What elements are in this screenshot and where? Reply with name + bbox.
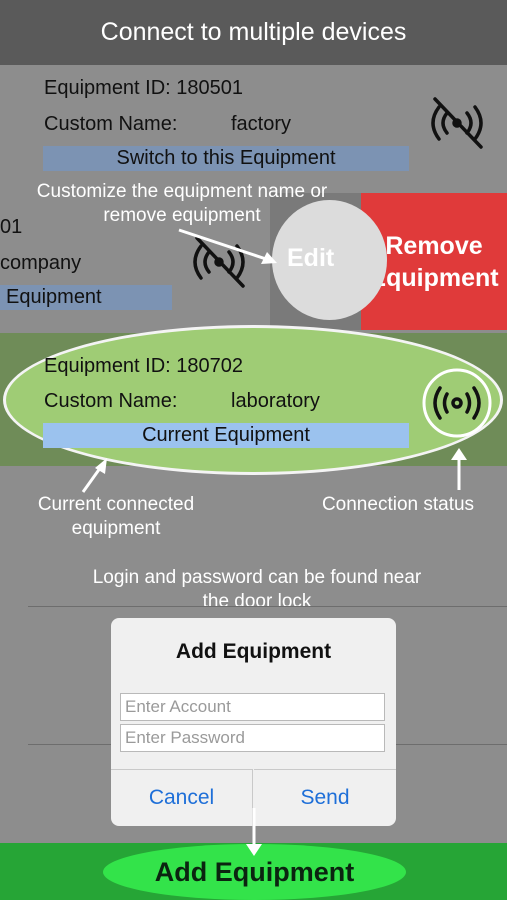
- device1-id: Equipment ID: 180501: [44, 77, 244, 99]
- edit-highlight: [272, 200, 387, 320]
- arrow-icon: [81, 458, 107, 493]
- current-name-value: laboratory: [231, 390, 320, 412]
- device1-name-value: factory: [231, 113, 292, 135]
- current-connected-annotation: Current connected equipment: [37, 494, 195, 539]
- dialog-title: Add Equipment: [175, 640, 332, 663]
- current-name-label: Custom Name:: [44, 390, 178, 412]
- device2-name-fragment: company: [0, 252, 82, 274]
- current-device-highlight: [3, 325, 503, 475]
- cancel-button[interactable]: Cancel: [111, 769, 253, 826]
- add-equipment-button[interactable]: Add Equipment: [154, 856, 355, 887]
- device2-id-fragment: 01: [0, 216, 23, 238]
- password-input[interactable]: [120, 724, 385, 752]
- page-title: Connect to multiple devices: [0, 0, 507, 65]
- edit-button[interactable]: Edit: [287, 244, 335, 272]
- signal-off-icon: [193, 236, 245, 288]
- arrow-icon: [451, 448, 467, 490]
- connection-status-annotation: Connection status: [321, 494, 475, 515]
- current-equipment-badge: Current Equipment: [43, 423, 409, 448]
- switch-equipment-button[interactable]: Switch to this Equipment: [43, 146, 409, 171]
- arrow-icon: [178, 228, 277, 264]
- customize-annotation: Customize the equipment name or remove e…: [36, 181, 328, 226]
- device1-name-label: Custom Name:: [44, 113, 178, 135]
- send-button[interactable]: Send: [254, 769, 396, 826]
- signal-off-icon: [431, 97, 483, 149]
- list-divider: [28, 606, 507, 607]
- signal-on-icon: [422, 368, 492, 438]
- add-equipment-dialog: Add Equipment Cancel Send: [111, 618, 396, 826]
- current-id: Equipment ID: 180702: [44, 355, 244, 377]
- account-input[interactable]: [120, 693, 385, 721]
- arrow-icon: [246, 808, 262, 856]
- device2-switch-button[interactable]: Equipment: [0, 285, 172, 310]
